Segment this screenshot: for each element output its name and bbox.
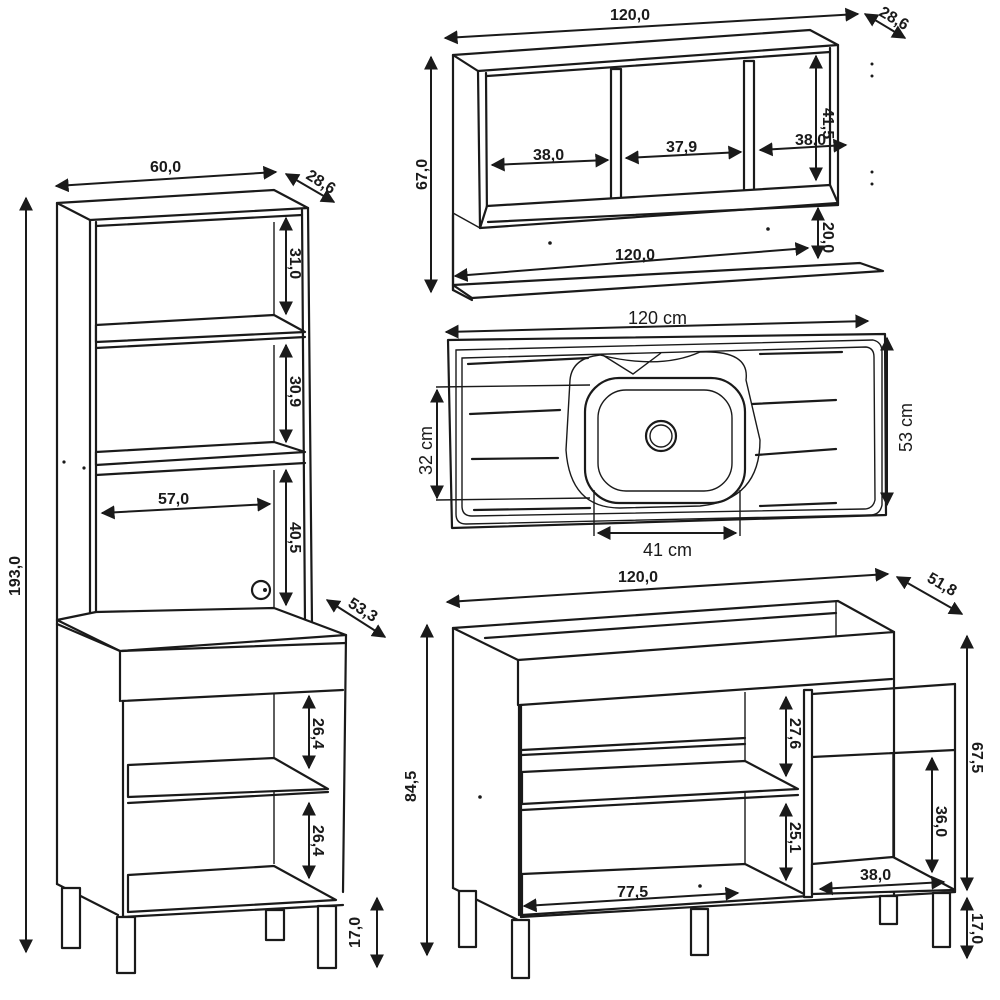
base-depth-label: 53,3 (345, 595, 381, 626)
tall-depth-dimension-arrow (284, 173, 336, 203)
compartment-right-dimension-arrow (758, 138, 848, 157)
base-front-rail (518, 677, 894, 707)
lower-left-height-label: 25,1 (786, 822, 803, 853)
tall-cabinet: 60,0 28,6 193,0 31,0 30,9 57,0 40,5 (7, 159, 387, 975)
wall-width-label: 120,0 (610, 7, 650, 24)
tall-height-label: 193,0 (7, 556, 24, 596)
wall-width-dimension-arrow (443, 7, 860, 45)
wall-box-bottom (478, 183, 840, 230)
tall-width-dimension-arrow (54, 165, 278, 193)
base-left-shelf (520, 759, 800, 806)
right-bottom-width-label: 38,0 (860, 867, 891, 884)
hutch-shelf1-label: 31,0 (286, 248, 303, 279)
base-width-dimension-arrow (445, 567, 890, 609)
base-legs (457, 889, 952, 980)
base-top-frame (451, 599, 896, 662)
hutch-shelf-2 (94, 440, 307, 467)
tall-lower-shelf (126, 756, 330, 799)
sink-drain-icon (644, 419, 678, 453)
compartment-left-dimension-arrow (490, 153, 610, 172)
upper-left-height-label: 27,6 (786, 718, 803, 749)
wall-cabinet: 120,0 28,6 67,0 38,0 37,9 38,0 41, (414, 4, 912, 302)
hutch-top-panel (55, 188, 310, 222)
lower-shelf-gap-label: 20,0 (819, 222, 836, 253)
wall-divider-2 (742, 59, 756, 209)
sink: 120 cm 32 cm 41 cm 53 cm (416, 308, 916, 560)
left-bottom-width-dimension-arrow (522, 886, 740, 913)
compartment-height-label: 41,5 (819, 108, 836, 139)
lower-shelf-width-dimension-arrow (453, 242, 810, 282)
hutch-right-side (306, 206, 314, 627)
right-bottom-width-dimension-arrow (818, 875, 946, 896)
compartment-left-label: 38,0 (533, 147, 564, 164)
niche-width-dimension-arrow (100, 497, 272, 520)
tall-leg-label: 17,0 (347, 917, 364, 948)
niche-width-label: 57,0 (158, 491, 189, 508)
lower-shelf2-label: 26,4 (309, 825, 326, 856)
tall-width-label: 60,0 (150, 159, 181, 176)
tall-bottom-panel (126, 864, 338, 914)
compartment-middle-label: 37,9 (666, 139, 697, 156)
base-center-divider (802, 688, 814, 899)
sink-bowl-outer (565, 351, 761, 509)
hutch-shelf2-label: 30,9 (286, 376, 303, 407)
base-right-drawer (810, 682, 957, 696)
sink-width-dimension-arrow (444, 314, 870, 339)
niche-height-label: 40,5 (286, 522, 303, 553)
compartment-middle-dimension-arrow (624, 145, 743, 165)
sink-depth-label: 53 cm (896, 403, 916, 452)
wall-lower-shelf (451, 261, 885, 300)
base-depth-dimension-arrow (325, 599, 387, 638)
lower-shelf1-label: 26,4 (309, 718, 326, 749)
wall-depth-dimension-arrow (863, 13, 907, 39)
wall-depth-label: 28,6 (876, 4, 912, 34)
left-bottom-width-label: 77,5 (617, 884, 648, 901)
base-width-label: 120,0 (618, 569, 658, 586)
outlet-icon (250, 579, 272, 601)
wall-divider-1 (609, 67, 623, 215)
bowl-depth-label: 32 cm (416, 426, 436, 475)
tall-legs (60, 886, 338, 975)
base-cabinet: 120,0 51,8 84,5 27,6 (403, 567, 985, 980)
body-height-label: 67,5 (968, 742, 985, 773)
lower-shelf-width-label: 120,0 (615, 247, 655, 264)
base-total-height-label: 84,5 (403, 771, 420, 802)
bowl-width-label: 41 cm (643, 540, 692, 560)
wall-height-label: 67,0 (414, 159, 431, 190)
sink-bowl (583, 376, 747, 505)
tall-drawer (120, 688, 345, 703)
base-leg-label: 17,0 (968, 913, 985, 944)
base-left-bottom (520, 862, 810, 917)
sink-outline (446, 332, 888, 530)
base-depth-dimension-arrow (895, 576, 964, 615)
sink-width-label: 120 cm (628, 308, 687, 328)
right-height-label: 36,0 (932, 806, 949, 837)
hutch-shelf-1 (94, 313, 307, 344)
